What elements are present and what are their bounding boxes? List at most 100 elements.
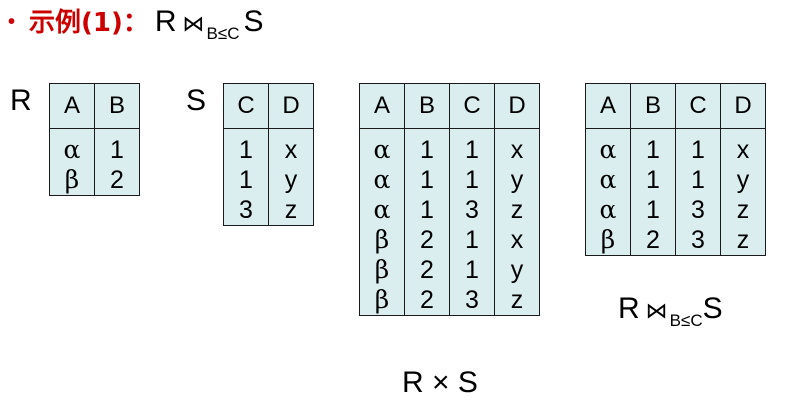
relation-r-label: R <box>10 84 32 117</box>
column-header: C <box>223 83 269 129</box>
table-row: α 1 1 x <box>585 128 766 165</box>
table-row: β 2 <box>49 165 140 196</box>
column-header: A <box>585 83 631 129</box>
table-cell: α <box>359 128 405 165</box>
table-cell: 1 <box>449 255 495 285</box>
join-operator-icon: ⋈ <box>182 12 205 37</box>
relation-s-label: S <box>186 84 207 117</box>
table-cell: 1 <box>630 165 676 195</box>
table-cell: z <box>720 225 766 256</box>
table-cell: x <box>268 128 314 165</box>
relation-r-table: A B α 1 β 2 <box>49 83 140 196</box>
table-row: 1 x <box>223 128 314 165</box>
slide-heading: • 示例(1)： R ⋈ B≤C S <box>8 2 264 43</box>
table-cell: 1 <box>223 165 269 195</box>
table-cell: 1 <box>675 165 721 195</box>
column-header: D <box>720 83 766 129</box>
table-cell: α <box>359 195 405 225</box>
table-cell: 3 <box>449 285 495 316</box>
relation-s-table: C D 1 x 1 y 3 z <box>223 83 314 226</box>
table-cell: z <box>720 195 766 225</box>
column-header: B <box>94 83 140 129</box>
table-cell: y <box>494 255 540 285</box>
table-cell: α <box>49 128 95 165</box>
table-cell: 2 <box>94 165 140 196</box>
table-cell: 2 <box>404 255 450 285</box>
column-header: C <box>675 83 721 129</box>
table-row: α 1 1 y <box>359 165 540 195</box>
table-row: α 1 3 z <box>359 195 540 225</box>
table-cell: y <box>268 165 314 195</box>
table-cell: 1 <box>449 128 495 165</box>
join-expression: R ⋈ B≤C S <box>154 5 264 43</box>
table-cell: 3 <box>449 195 495 225</box>
table-row: 1 y <box>223 165 314 195</box>
bullet-icon: • <box>8 11 16 33</box>
header-row: A B C D <box>585 83 766 129</box>
join-condition: B≤C <box>206 24 240 43</box>
table-cell: β <box>585 225 631 256</box>
theta-join-table: A B C D α 1 1 x α 1 1 y α 1 3 z β 2 3 z <box>585 83 766 256</box>
table-cell: x <box>494 128 540 165</box>
column-header: A <box>359 83 405 129</box>
table-cell: z <box>268 195 314 226</box>
table-cell: α <box>585 128 631 165</box>
table-row: β 2 1 y <box>359 255 540 285</box>
table-cell: β <box>359 225 405 255</box>
table-cell: y <box>720 165 766 195</box>
column-header: A <box>49 83 95 129</box>
table-cell: α <box>585 195 631 225</box>
table-row: α 1 <box>49 128 140 165</box>
table-row: α 1 3 z <box>585 195 766 225</box>
column-header: D <box>494 83 540 129</box>
header-row: A B <box>49 83 140 129</box>
header-row: A B C D <box>359 83 540 129</box>
table-cell: α <box>585 165 631 195</box>
table-cell: x <box>494 225 540 255</box>
table-cell: 2 <box>630 225 676 256</box>
join-caption-condition: B≤C <box>669 311 703 330</box>
column-header: D <box>268 83 314 129</box>
table-cell: 1 <box>675 128 721 165</box>
table-cell: 1 <box>449 225 495 255</box>
table-cell: 1 <box>449 165 495 195</box>
column-header: C <box>449 83 495 129</box>
table-row: α 1 1 x <box>359 128 540 165</box>
join-operator-icon: ⋈ <box>645 299 668 324</box>
column-header: B <box>630 83 676 129</box>
table-cell: 3 <box>675 195 721 225</box>
table-cell: z <box>494 195 540 225</box>
table-row: β 2 3 z <box>359 285 540 316</box>
table-cell: 2 <box>404 285 450 316</box>
table-cell: y <box>494 165 540 195</box>
table-cell: β <box>359 285 405 316</box>
product-caption: R × S <box>402 366 478 399</box>
join-caption-right: S <box>702 292 723 325</box>
table-cell: β <box>49 165 95 196</box>
table-cell: 1 <box>404 128 450 165</box>
expr-left-relation: R <box>154 5 177 38</box>
table-row: α 1 1 y <box>585 165 766 195</box>
table-row: β 2 3 z <box>585 225 766 256</box>
table-cell: 1 <box>404 195 450 225</box>
table-row: 3 z <box>223 195 314 226</box>
table-cell: 1 <box>630 128 676 165</box>
table-cell: z <box>494 285 540 316</box>
table-cell: 1 <box>404 165 450 195</box>
table-cell: α <box>359 165 405 195</box>
table-row: β 2 1 x <box>359 225 540 255</box>
table-cell: 2 <box>404 225 450 255</box>
join-caption: R⋈B≤CS <box>618 292 723 330</box>
cartesian-product-table: A B C D α 1 1 x α 1 1 y α 1 3 z β 2 1 x <box>359 83 540 316</box>
expr-right-relation: S <box>243 5 264 38</box>
table-cell: 1 <box>94 128 140 165</box>
table-cell: 3 <box>675 225 721 256</box>
example-label: 示例(1)： <box>29 8 149 38</box>
header-row: C D <box>223 83 314 129</box>
column-header: B <box>404 83 450 129</box>
table-cell: 1 <box>223 128 269 165</box>
table-cell: 1 <box>630 195 676 225</box>
table-cell: β <box>359 255 405 285</box>
table-cell: 3 <box>223 195 269 226</box>
join-caption-left: R <box>618 292 640 325</box>
